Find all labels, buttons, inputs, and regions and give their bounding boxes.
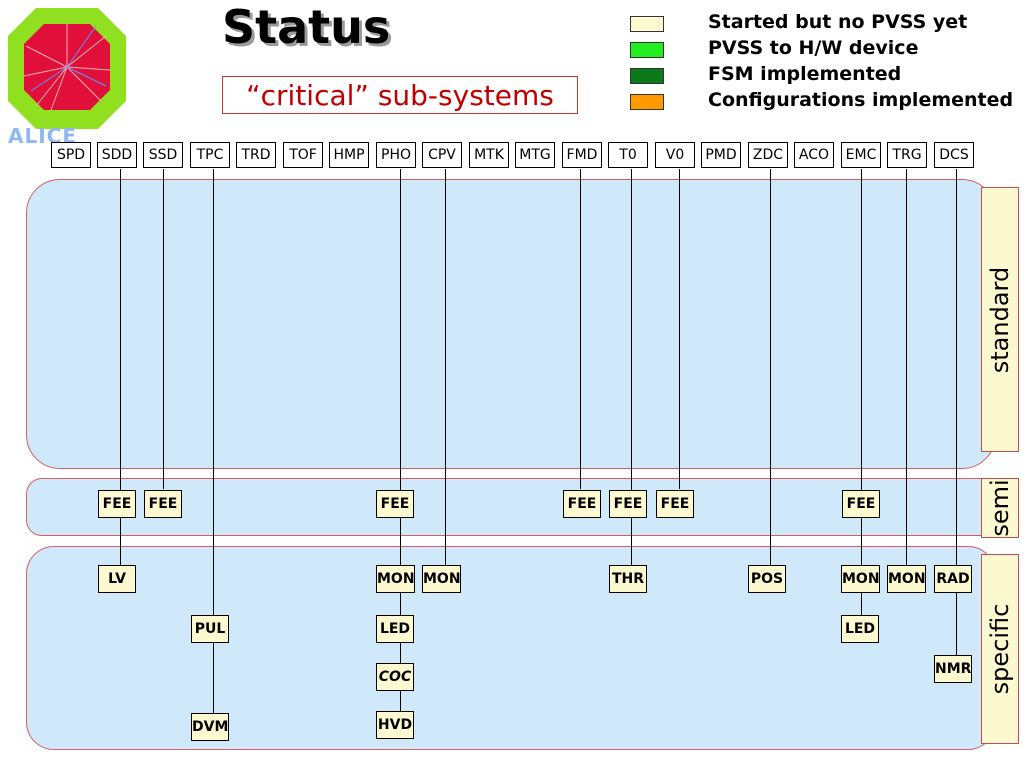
legend-swatch-config xyxy=(630,94,664,110)
line-emc xyxy=(861,169,862,615)
line-tpc xyxy=(213,169,214,715)
detector-t0: T0 xyxy=(608,142,648,168)
tpc-dvm-node: DVM xyxy=(191,713,229,741)
dcs-rad-node: RAD xyxy=(934,565,972,593)
legend-label-fsm: FSM implemented xyxy=(708,63,902,85)
legend-swatch-fsm xyxy=(630,68,664,84)
detector-dcs: DCS xyxy=(934,142,974,168)
legend-label-config: Configurations implemented xyxy=(708,89,1014,111)
ssd-fee-node: FEE xyxy=(144,490,182,518)
pho-fee-node: FEE xyxy=(376,490,414,518)
zdc-pos-node: POS xyxy=(748,565,786,593)
page-title: Status xyxy=(222,0,391,54)
detector-trd: TRD xyxy=(236,142,276,168)
detector-hmp: HMP xyxy=(329,142,369,168)
detector-trg: TRG xyxy=(887,142,927,168)
detector-zdc: ZDC xyxy=(748,142,788,168)
cpv-mon-node: MON xyxy=(422,565,461,593)
detector-aco: ACO xyxy=(794,142,834,168)
detector-mtk: MTK xyxy=(469,142,509,168)
sdd-lv-node: LV xyxy=(98,565,136,593)
legend-swatch-started xyxy=(630,16,664,32)
line-fmd xyxy=(580,169,581,489)
specific-panel xyxy=(26,546,996,750)
specific-label-text: specific xyxy=(986,603,1014,695)
line-pho xyxy=(400,169,401,713)
line-cpv xyxy=(445,169,446,565)
detector-pho: PHO xyxy=(376,142,416,168)
alice-logo: ALICE xyxy=(6,6,128,148)
tpc-pul-node: PUL xyxy=(191,615,229,643)
t0-fee-node: FEE xyxy=(609,490,647,518)
fmd-fee-node: FEE xyxy=(563,490,601,518)
detector-mtg: MTG xyxy=(515,142,555,168)
standard-panel xyxy=(26,179,996,469)
pho-led-node: LED xyxy=(376,615,414,643)
line-sdd xyxy=(120,169,121,565)
semi-label-text: semi xyxy=(986,479,1014,537)
emc-led-node: LED xyxy=(841,615,879,643)
detector-pmd: PMD xyxy=(701,142,741,168)
line-trg xyxy=(906,169,907,565)
pho-hvd-node: HVD xyxy=(376,711,414,739)
specific-label: specific xyxy=(981,554,1019,744)
t0-thr-node: THR xyxy=(609,565,647,593)
sdd-fee-node: FEE xyxy=(98,490,136,518)
detector-fmd: FMD xyxy=(562,142,602,168)
trg-mon-node: MON xyxy=(887,565,926,593)
detector-ssd: SSD xyxy=(143,142,183,168)
detector-tpc: TPC xyxy=(190,142,230,168)
emc-fee-node: FEE xyxy=(842,490,880,518)
line-dcs xyxy=(956,169,957,655)
dcs-nmr-node: NMR xyxy=(934,655,972,683)
line-zdc xyxy=(770,169,771,565)
standard-label-text: standard xyxy=(986,266,1014,373)
pho-mon-node: MON xyxy=(376,565,415,593)
emc-mon-node: MON xyxy=(841,565,880,593)
legend-swatch-pvss xyxy=(630,42,664,58)
standard-label: standard xyxy=(981,187,1019,452)
detector-spd: SPD xyxy=(51,142,91,168)
line-ssd xyxy=(163,169,164,489)
pho-coc-node: COC xyxy=(376,663,414,691)
line-v0 xyxy=(679,169,680,489)
legend-label-pvss: PVSS to H/W device xyxy=(708,37,919,59)
detector-cpv: CPV xyxy=(422,142,462,168)
subtitle-box: “critical” sub-systems xyxy=(222,76,578,114)
detector-emc: EMC xyxy=(841,142,881,168)
detector-sdd: SDD xyxy=(97,142,137,168)
v0-fee-node: FEE xyxy=(656,490,694,518)
semi-label: semi xyxy=(981,478,1019,538)
detector-tof: TOF xyxy=(283,142,323,168)
legend-label-started: Started but no PVSS yet xyxy=(708,11,968,33)
line-t0 xyxy=(631,169,632,565)
detector-v0: V0 xyxy=(655,142,695,168)
semi-panel xyxy=(26,478,996,536)
